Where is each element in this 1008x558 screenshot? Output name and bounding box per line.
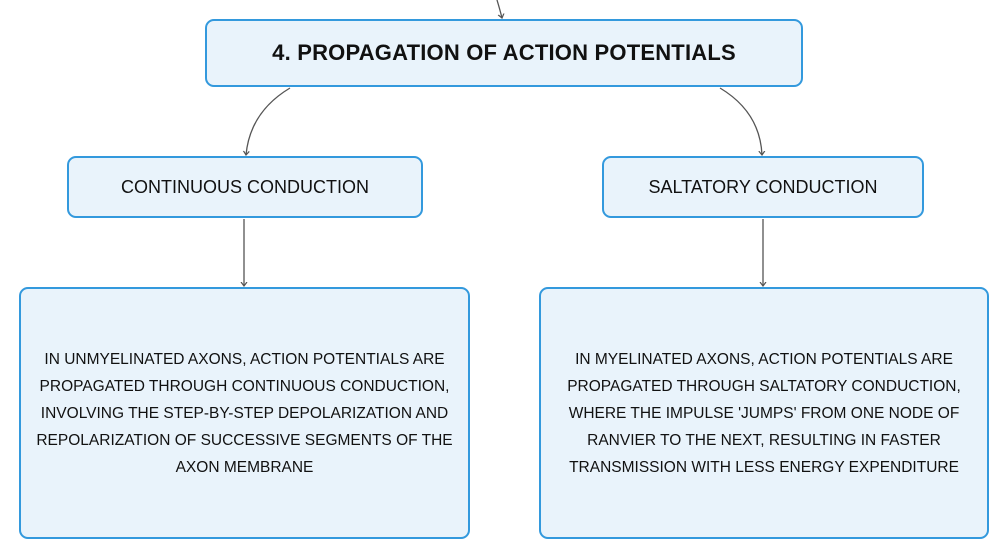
detail-continuous-conduction[interactable]: IN UNMYELINATED AXONS, ACTION POTENTIALS… — [19, 287, 470, 539]
connector-root-to-saltatory — [719, 87, 762, 155]
root-topic[interactable]: 4. PROPAGATION OF ACTION POTENTIALS — [205, 19, 803, 87]
branch-continuous-conduction[interactable]: CONTINUOUS CONDUCTION — [67, 156, 423, 218]
branch-label: SALTATORY CONDUCTION — [648, 176, 878, 197]
detail-text: IN UNMYELINATED AXONS, ACTION POTENTIALS… — [36, 350, 453, 476]
connector-root-to-continuous — [246, 87, 291, 155]
detail-saltatory-conduction[interactable]: IN MYELINATED AXONS, ACTION POTENTIALS A… — [539, 287, 989, 539]
incoming-connector — [496, 0, 502, 18]
branch-label: CONTINUOUS CONDUCTION — [121, 176, 369, 197]
root-topic-label: 4. PROPAGATION OF ACTION POTENTIALS — [272, 40, 736, 65]
branch-saltatory-conduction[interactable]: SALTATORY CONDUCTION — [602, 156, 924, 218]
detail-text: IN MYELINATED AXONS, ACTION POTENTIALS A… — [567, 350, 961, 476]
